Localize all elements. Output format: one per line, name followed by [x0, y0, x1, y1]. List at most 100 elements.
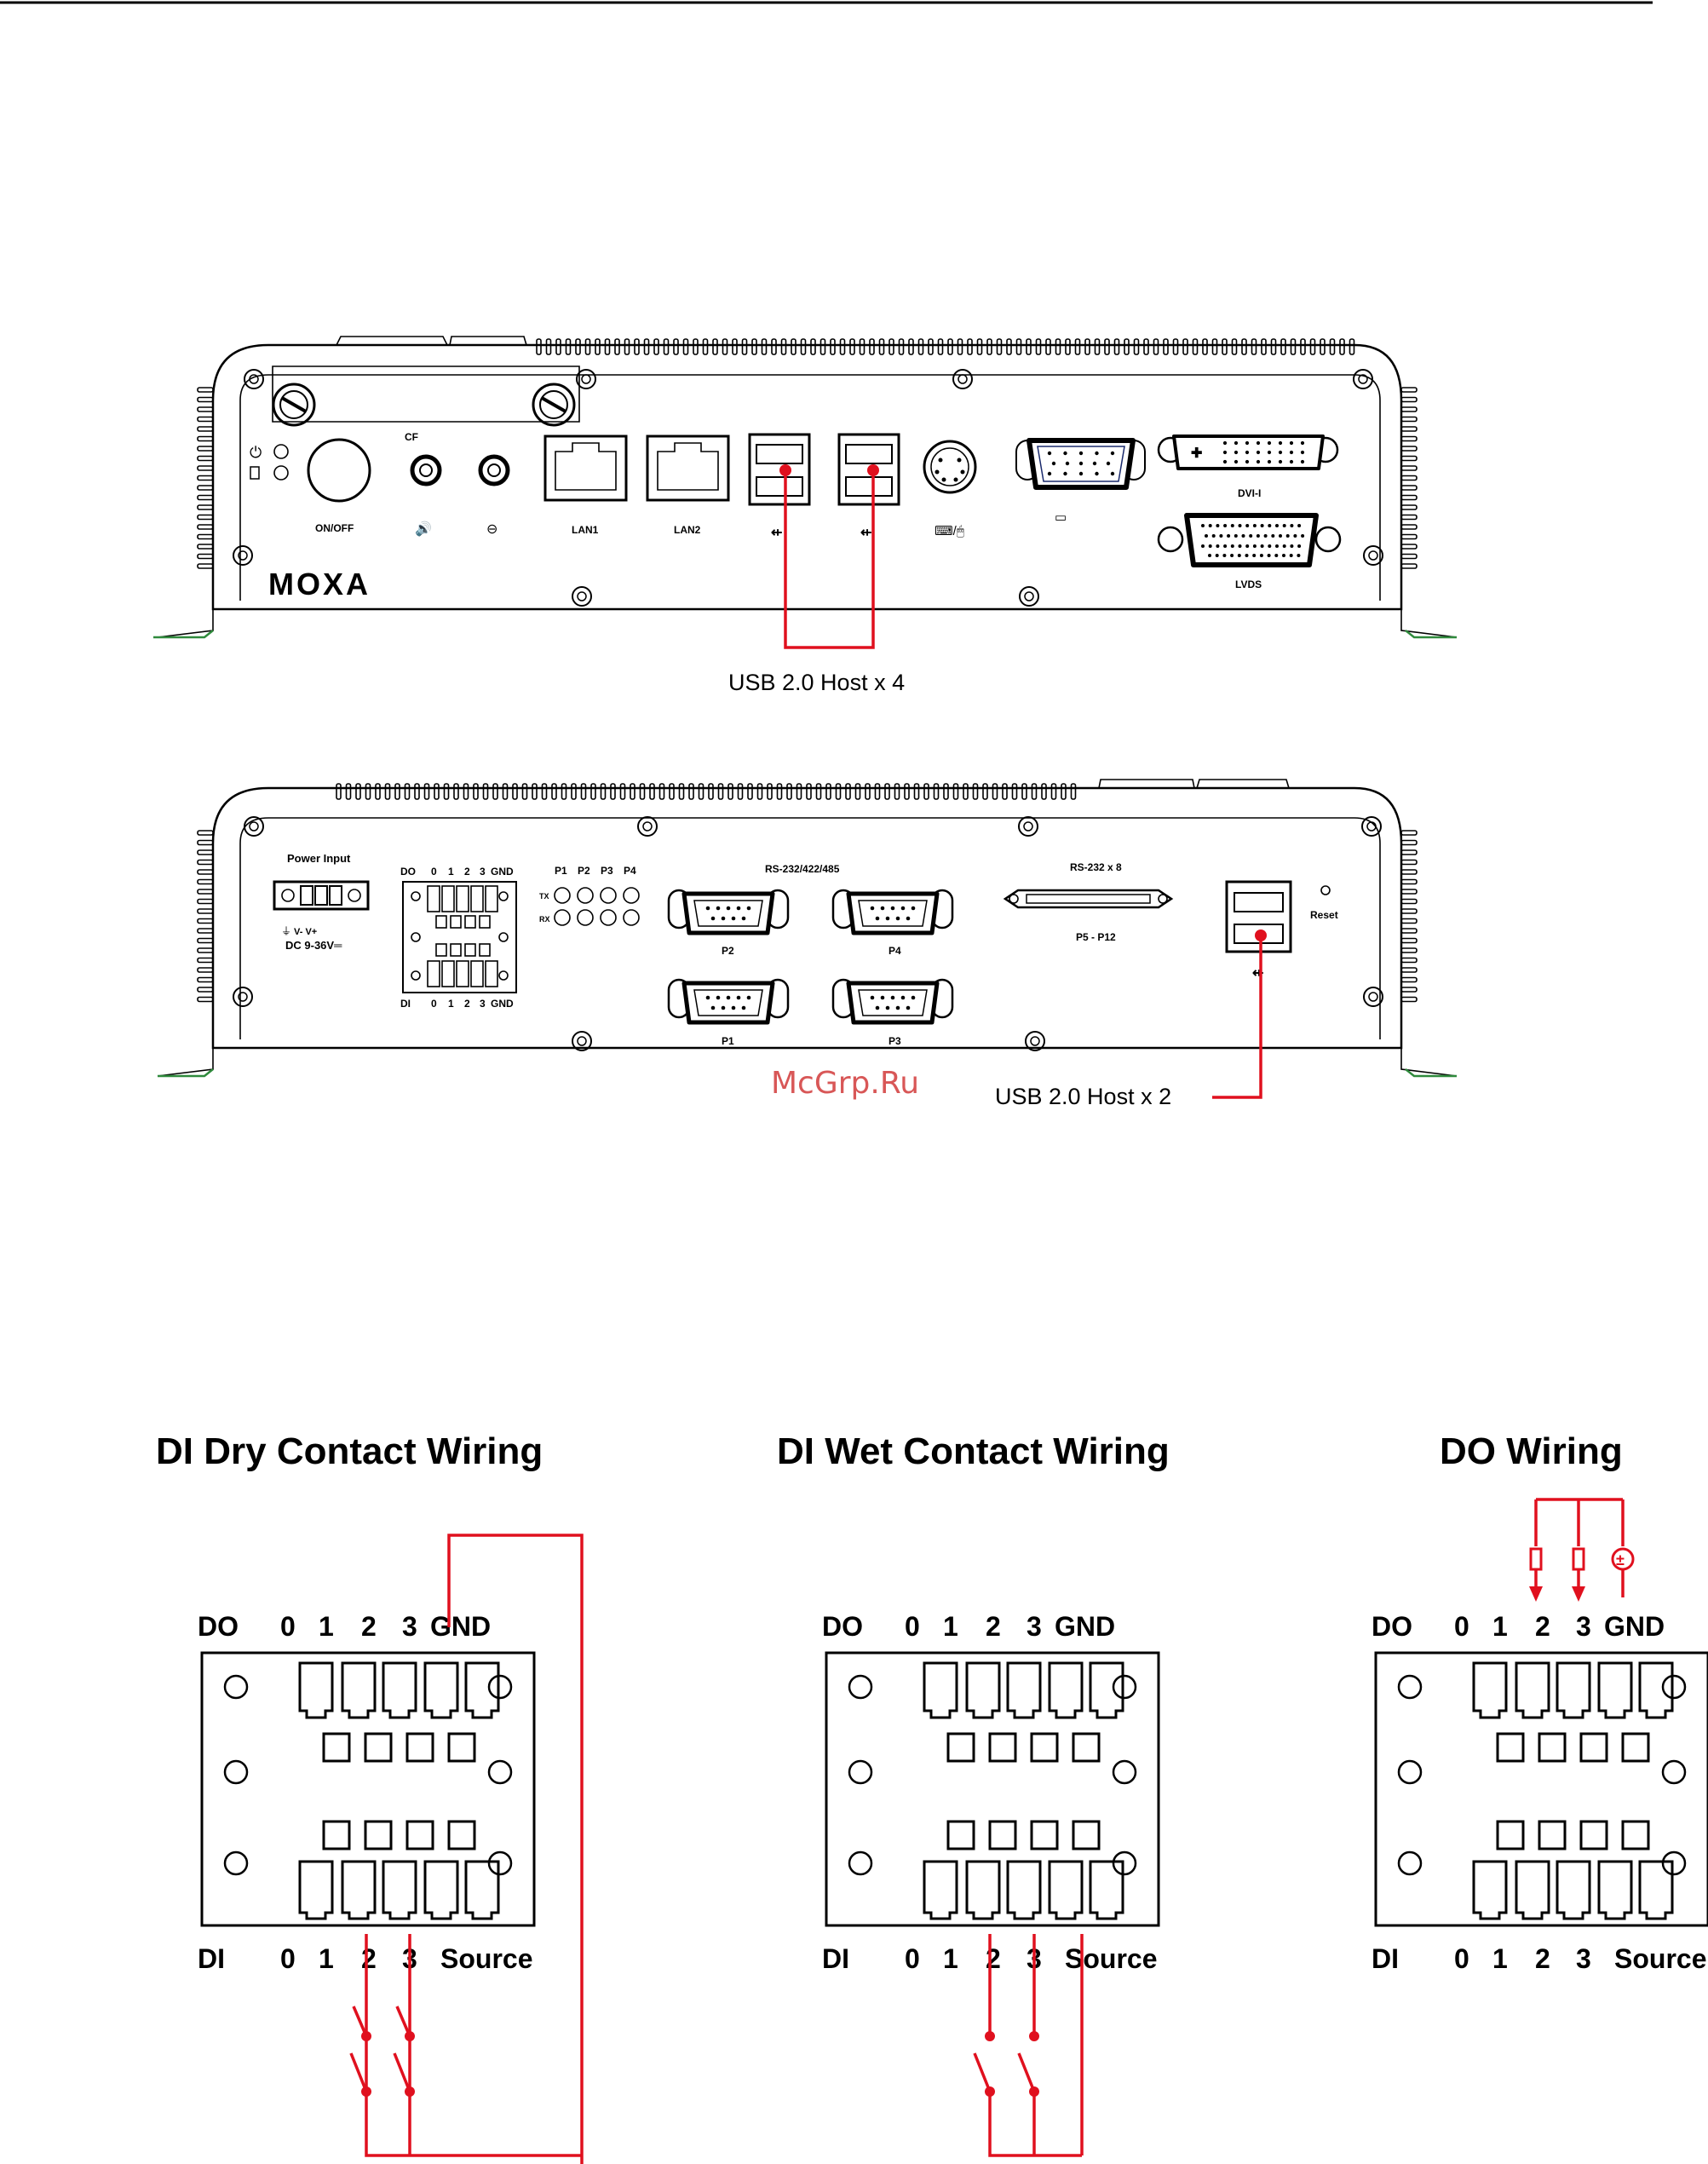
heat-sink-fin: [571, 783, 577, 800]
heat-sink-fin: [1280, 338, 1286, 355]
heat-sink-fin: [874, 783, 881, 800]
led-label-p3: P3: [601, 865, 613, 877]
svg-text:DI: DI: [400, 998, 411, 1010]
wet-contact-title: DI Wet Contact Wiring: [777, 1430, 1170, 1472]
do-row-label: 2: [361, 1611, 377, 1642]
heat-sink-fin: [197, 426, 214, 432]
heat-sink-fin: [463, 783, 469, 800]
do-row-label: GND: [430, 1611, 491, 1642]
heat-sink-fin: [1084, 338, 1090, 355]
heat-sink-fin: [197, 976, 214, 983]
p5-p12-label: P5 - P12: [1076, 931, 1116, 943]
heat-sink-fin: [1400, 533, 1418, 540]
heat-sink-fin: [614, 338, 620, 355]
dry-contact-wires: [349, 1534, 584, 2164]
heat-sink-fin: [197, 947, 214, 953]
heat-sink-fin: [982, 783, 988, 800]
on-off-label: ON/OFF: [315, 522, 354, 534]
usb-icon: ⇷: [771, 526, 782, 540]
heat-sink-fin: [767, 783, 773, 800]
heat-sink-fin: [1400, 485, 1418, 491]
heat-sink-fin: [1400, 426, 1418, 432]
lvds-port: [1157, 513, 1342, 567]
power-led-icon: ⏻: [250, 444, 262, 461]
di-row-label: 1: [319, 1943, 334, 1974]
heat-sink-fin: [937, 338, 944, 355]
heat-sink-fin: [197, 544, 214, 550]
heat-sink-fin: [521, 783, 528, 800]
heat-sink-fin: [1113, 338, 1120, 355]
heat-sink-fin: [712, 338, 718, 355]
svg-text:GND: GND: [491, 998, 514, 1010]
heat-sink-fin: [708, 783, 714, 800]
port-leds: [554, 887, 640, 926]
heat-sink-fin: [1400, 544, 1418, 550]
heat-sink-fin: [698, 783, 704, 800]
svg-text:DO: DO: [400, 866, 416, 878]
heat-sink-fin: [197, 563, 214, 569]
heat-sink-fin: [835, 783, 842, 800]
heat-sink-fin: [565, 338, 572, 355]
rear-do-header: DO 0 1 2 3 GND: [400, 866, 514, 878]
do-row-label: 1: [319, 1611, 334, 1642]
heat-sink-fin: [673, 338, 679, 355]
heat-sink-fin: [434, 783, 440, 800]
heat-sink-fin: [1349, 338, 1355, 355]
heat-sink-fin: [197, 878, 214, 885]
heat-sink-fin: [1251, 338, 1257, 355]
heat-sink-fin: [800, 338, 807, 355]
heat-sink-fin: [197, 839, 214, 846]
heat-sink-fin: [1021, 783, 1027, 800]
heat-sink-fin: [1133, 338, 1140, 355]
heat-sink-fin: [1400, 524, 1418, 530]
heat-sink-fin: [473, 783, 479, 800]
do-row-label: 3: [1576, 1611, 1591, 1642]
heat-sink-fin: [947, 338, 953, 355]
heat-sink-fin: [1124, 338, 1130, 355]
heat-sink-fin: [453, 783, 459, 800]
heat-sink-fin: [1172, 338, 1179, 355]
heat-sink-fin: [732, 338, 738, 355]
heat-sink-fin: [1070, 783, 1077, 800]
serial-port-p2: [669, 890, 788, 933]
heat-sink-fin: [976, 338, 983, 355]
heat-sink-fin: [1192, 338, 1199, 355]
heat-sink-fin: [482, 783, 489, 800]
heat-sink-fin: [1329, 338, 1336, 355]
heat-sink-fin: [1400, 435, 1418, 442]
heat-sink-fin: [1400, 937, 1418, 944]
heat-sink-fin: [197, 504, 214, 510]
heat-sink-fin: [1400, 928, 1418, 934]
heat-sink-fin: [197, 455, 214, 462]
heat-sink-fin: [1002, 783, 1008, 800]
heat-sink-fin: [1339, 338, 1345, 355]
heat-sink-fin: [1006, 338, 1012, 355]
svg-text:1: 1: [448, 998, 454, 1010]
rear-panel: Power Input ⏚ V- V+ DC 9-36V═ DO 0 1 2 3…: [157, 779, 1458, 1109]
p4-label: P4: [889, 945, 901, 957]
speaker-jack: [410, 454, 442, 486]
heat-sink-fin: [1400, 869, 1418, 875]
monitor-icon: ▭: [1055, 510, 1067, 525]
heat-sink-fin: [545, 338, 552, 355]
heat-sink-fin: [963, 783, 969, 800]
heat-sink-fin: [590, 783, 596, 800]
heat-sink-fin: [1400, 918, 1418, 924]
serial-port-p3: [833, 980, 952, 1022]
di-row-label: DI: [1372, 1943, 1399, 1974]
rs-multi-label: RS-232/422/485: [765, 863, 840, 875]
power-pins-label: V- V+: [294, 927, 317, 937]
do-row-label: 0: [1454, 1611, 1469, 1642]
heat-sink-fin: [1400, 996, 1418, 1003]
svg-text:GND: GND: [491, 866, 514, 878]
heat-sink-fin: [678, 783, 685, 800]
heat-sink-fin: [197, 889, 214, 895]
heat-sink-fin: [986, 338, 992, 355]
heat-sink-fin: [1031, 783, 1038, 800]
heat-sink-fin: [1400, 849, 1418, 855]
heat-sink-fin: [1300, 338, 1306, 355]
heat-sink-fin: [1015, 338, 1022, 355]
di-row-label: 0: [905, 1943, 920, 1974]
heat-sink-fin: [555, 338, 561, 355]
